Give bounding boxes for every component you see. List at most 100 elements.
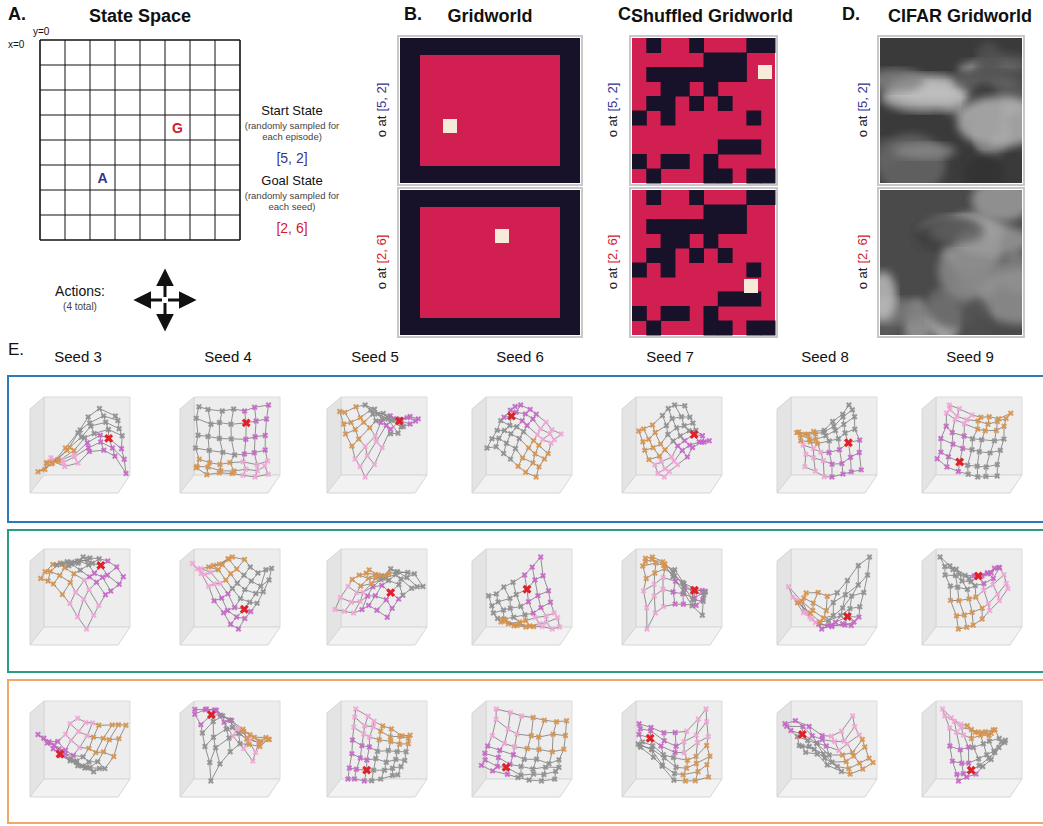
action-arrow xyxy=(164,272,167,297)
goal-marker xyxy=(842,436,855,449)
wall xyxy=(732,205,747,220)
grid-line xyxy=(215,40,216,240)
action-arrow xyxy=(164,303,167,328)
agent-square xyxy=(495,229,509,243)
state-note: (randomly sampled for each episode) xyxy=(237,121,347,143)
wall xyxy=(632,154,647,169)
cifar-image xyxy=(880,190,1022,335)
wall xyxy=(704,306,719,321)
embedding-plot xyxy=(922,549,1022,645)
panel-letter: A. xyxy=(8,4,26,25)
image-frame xyxy=(398,188,582,337)
grid-line xyxy=(40,190,240,191)
embedding-plot xyxy=(472,549,572,645)
observation-coordinate: [5, 2] xyxy=(605,83,620,112)
wall xyxy=(704,82,719,97)
embedding-plot xyxy=(622,701,722,797)
embedding-plot xyxy=(922,397,1022,493)
wall xyxy=(689,219,704,234)
wall xyxy=(704,67,719,82)
image-frame xyxy=(630,188,777,337)
wall xyxy=(632,263,647,278)
embedding-plot xyxy=(180,701,280,797)
goal-marker xyxy=(102,432,115,445)
grid-line xyxy=(165,40,166,240)
image-frame xyxy=(878,36,1024,185)
wall xyxy=(718,140,733,155)
wall xyxy=(746,292,761,307)
grid-line xyxy=(40,165,240,166)
wall xyxy=(746,190,761,205)
wall xyxy=(732,140,747,155)
wall xyxy=(732,53,747,68)
wall xyxy=(718,67,733,82)
seed-label: Seed 7 xyxy=(646,348,694,365)
embedding-plot xyxy=(327,701,427,797)
wall xyxy=(661,263,676,278)
embedding-plot xyxy=(472,397,572,493)
wall xyxy=(704,169,719,184)
wall xyxy=(646,38,661,53)
wall xyxy=(661,111,676,126)
wall xyxy=(732,292,747,307)
goal-marker xyxy=(393,414,406,427)
seed-label: Seed 6 xyxy=(496,348,544,365)
wall xyxy=(704,219,719,234)
agent-square xyxy=(744,279,758,293)
panel-letter: E. xyxy=(8,340,24,360)
grid-line xyxy=(190,40,191,240)
wall xyxy=(675,306,690,321)
observation-caption: o at [5, 2] xyxy=(605,83,620,138)
observation-prefix: o at xyxy=(855,268,870,290)
embedding-plot xyxy=(327,397,427,493)
wall xyxy=(732,67,747,82)
embedding-plot xyxy=(777,397,877,493)
row-frame xyxy=(8,680,1043,823)
observation-prefix: o at xyxy=(855,116,870,138)
wall xyxy=(689,67,704,82)
embedding-plot xyxy=(922,701,1022,797)
action-arrow xyxy=(137,299,162,302)
panel-title: CIFAR Gridworld xyxy=(888,6,1032,27)
wall xyxy=(746,169,761,184)
wall xyxy=(646,321,661,336)
seed-label: Seed 3 xyxy=(54,348,102,365)
embedding-plot xyxy=(30,701,130,797)
observation-prefix: o at xyxy=(605,116,620,138)
grid-line xyxy=(40,215,240,216)
state-note: (randomly sampled for each seed) xyxy=(237,191,347,213)
state-heading: Goal State xyxy=(261,174,322,189)
wall xyxy=(718,205,733,220)
goal-marker xyxy=(94,559,107,572)
wall xyxy=(746,263,761,278)
observation-prefix: o at xyxy=(605,268,620,290)
embedding-plot xyxy=(30,397,130,493)
wall xyxy=(661,306,676,321)
goal-marker xyxy=(953,455,966,468)
wall xyxy=(704,321,719,336)
wall xyxy=(746,38,761,53)
wall xyxy=(661,154,676,169)
wall xyxy=(661,219,676,234)
floor xyxy=(632,38,775,183)
embedding-plot xyxy=(30,549,130,645)
goal-marker xyxy=(505,409,518,422)
wall xyxy=(646,96,661,111)
goal-marker xyxy=(796,728,809,741)
agent-marker-label: A xyxy=(97,169,107,185)
panel-letter: B. xyxy=(404,4,422,25)
wall xyxy=(646,67,661,82)
panel-title: State Space xyxy=(89,6,191,27)
floor xyxy=(420,207,560,318)
wall xyxy=(675,219,690,234)
wall xyxy=(632,306,647,321)
observation-coordinate: [5, 2] xyxy=(855,83,870,112)
image-frame xyxy=(878,188,1024,337)
wall xyxy=(689,248,704,263)
embedding-plot xyxy=(180,549,280,645)
state-coordinate: [2, 6] xyxy=(276,220,307,236)
wall xyxy=(661,96,676,111)
agent-square xyxy=(443,119,457,133)
cifar-image xyxy=(880,38,1022,183)
